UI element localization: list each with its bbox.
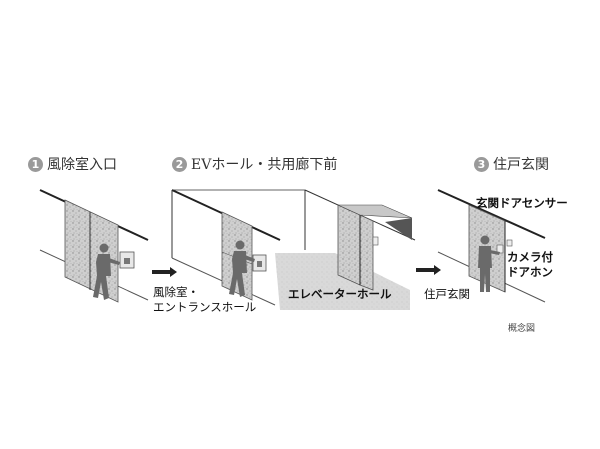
- unit-entrance-label: 住戸玄関: [424, 287, 470, 301]
- door-handle-icon: [496, 244, 504, 254]
- scene-unit-entrance: [437, 189, 546, 303]
- vestibule-label-line1: 風除室・: [153, 285, 199, 299]
- step-title-text: EVホール・共用廊下前: [191, 157, 338, 173]
- door-sensor-label: 玄関ドアセンサー: [476, 196, 568, 210]
- step-number-badge: 3: [474, 156, 489, 172]
- elevator-hall-label: エレベーターホール: [288, 287, 392, 301]
- arrow-icon: [416, 265, 441, 275]
- step-3-title: 3 住戸玄関: [474, 154, 549, 174]
- camera-label-line1: カメラ付: [507, 250, 553, 264]
- step-2-title: 2 EVホール・共用廊下前: [172, 154, 337, 174]
- step-number-badge: 2: [172, 156, 187, 172]
- concept-diagram-note: 概念図: [508, 324, 536, 334]
- elevator-button-icon: [372, 236, 379, 246]
- vestibule-label-line2: エントランスホール: [153, 300, 257, 314]
- step-title-text: 住戸玄関: [493, 157, 549, 173]
- person-icon: [93, 243, 120, 300]
- camera-doorphone-label: カメラ付 ドアホン: [507, 250, 553, 280]
- person-icon: [229, 240, 255, 297]
- scene-ev-hall: [171, 189, 441, 310]
- camera-icon: [506, 239, 513, 247]
- step-number-badge: 1: [28, 156, 43, 172]
- camera-label-line2: ドアホン: [507, 265, 553, 279]
- vestibule-label: 風除室・ エントランスホール: [153, 285, 256, 315]
- person-icon: [478, 235, 500, 292]
- step-title-text: 風除室入口: [47, 157, 117, 173]
- arrow-icon: [152, 267, 177, 277]
- scene-vestibule-entrance: [39, 189, 177, 303]
- step-1-title: 1 風除室入口: [28, 154, 117, 174]
